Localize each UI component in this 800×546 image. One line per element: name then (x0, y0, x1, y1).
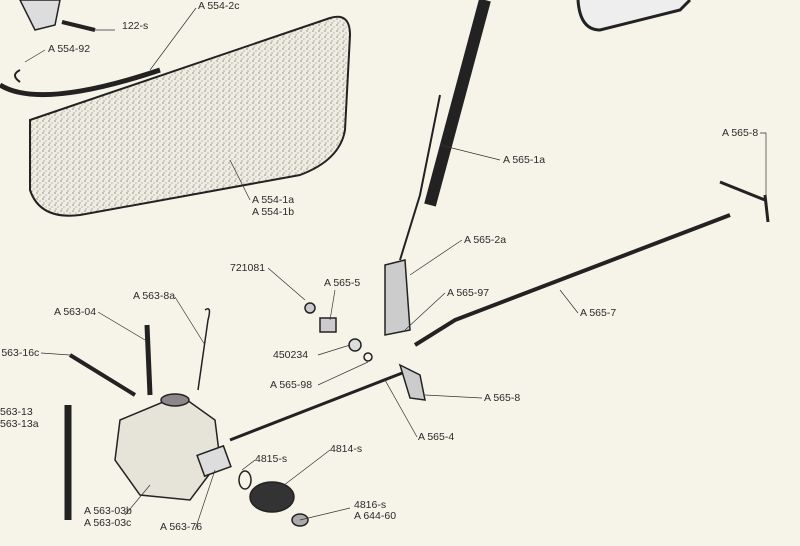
label-4814-s: 4814-s (330, 443, 363, 455)
label-a563-76: A 563-76 (160, 521, 203, 533)
label-a565-1a: A 565-1a (503, 154, 546, 166)
label-a565-5: A 565-5 (324, 277, 361, 289)
hinge-bracket (19, 0, 96, 32)
label-a565-4: A 565-4 (418, 431, 455, 443)
label-a563-03c: A 563-03c (84, 517, 132, 529)
label-a644-60: A 644-60 (354, 510, 397, 522)
label-4816-s: 4816-s (354, 499, 387, 511)
label-122-s: 122-s (122, 20, 149, 32)
mirror (576, 0, 692, 32)
label-a554-92: A 554-92 (48, 43, 91, 55)
label-a563-03b: A 563-03b (84, 505, 132, 517)
label-a563-16c: A 563-16c (0, 347, 40, 359)
label-721081: 721081 (230, 262, 266, 274)
label-a563-8a: A 563-8a (133, 290, 176, 302)
link-rod (229, 180, 770, 442)
label-a554-1b: A 554-1b (252, 206, 295, 218)
label-a565-2a: A 565-2a (464, 234, 507, 246)
label-4815-s: 4815-s (255, 453, 288, 465)
sun-visor-pad (29, 15, 352, 217)
label-a554-2c: A 554-2c (198, 0, 240, 12)
label-563-13a: 563-13a (0, 418, 39, 430)
wiper-motor (64, 302, 373, 527)
label-a565-8-top: A 565-8 (722, 127, 759, 139)
label-a565-8-bottom: A 565-8 (484, 392, 521, 404)
label-563-13: 563-13 (0, 406, 33, 418)
label-a563-04: A 563-04 (54, 306, 97, 318)
wiper-arm (384, 0, 491, 336)
label-a565-97: A 565-97 (447, 287, 490, 299)
label-a554-1a: A 554-1a (252, 194, 295, 206)
leader-lines (24, 7, 767, 531)
label-450234: 450234 (273, 349, 309, 361)
label-a565-98: A 565-98 (270, 379, 313, 391)
visor-rod (0, 67, 161, 98)
label-a565-7: A 565-7 (580, 307, 617, 319)
